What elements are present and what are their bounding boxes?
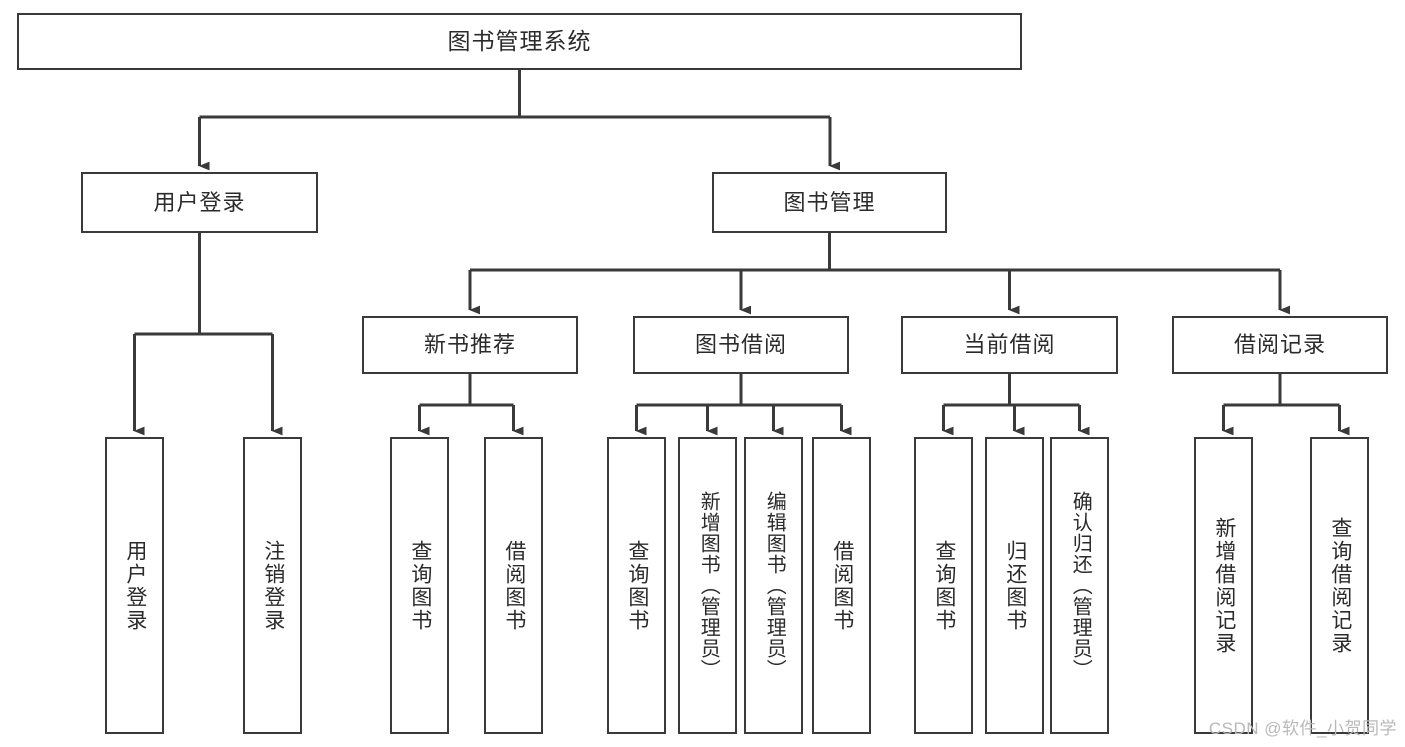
edge-group-new-book xyxy=(418,374,524,436)
leaf-query-book-current[interactable]: 查询图书 xyxy=(914,437,973,734)
leaf-user-login-label: 用户登录 xyxy=(123,539,147,632)
leaf-borrow-book[interactable]: 借阅图书 xyxy=(812,437,871,734)
leaf-query-book-recommend[interactable]: 查询图书 xyxy=(390,437,449,734)
node-borrow-record-label: 借阅记录 xyxy=(1233,332,1326,357)
leaf-logout-label: 注销登录 xyxy=(261,539,285,632)
leaf-add-borrow-record-label: 新增借阅记录 xyxy=(1212,516,1236,655)
leaf-return-book-label: 归还图书 xyxy=(1003,539,1027,632)
leaf-confirm-return-admin-label: 确认归还（管理员） xyxy=(1069,491,1092,680)
leaf-borrow-book-recommend-label: 借阅图书 xyxy=(502,539,526,632)
leaf-return-book[interactable]: 归还图书 xyxy=(985,437,1044,734)
node-root[interactable]: 图书管理系统 xyxy=(17,13,1022,70)
leaf-add-book-admin[interactable]: 新增图书（管理员） xyxy=(678,437,737,734)
node-user-login-label: 用户登录 xyxy=(153,189,246,215)
leaf-add-book-admin-label: 新增图书（管理员） xyxy=(697,491,720,680)
node-current-borrow[interactable]: 当前借阅 xyxy=(901,316,1118,374)
node-book-management-label: 图书管理 xyxy=(783,189,876,215)
leaf-query-book-recommend-label: 查询图书 xyxy=(408,539,432,632)
node-borrow-record[interactable]: 借阅记录 xyxy=(1172,316,1388,374)
leaf-query-book-current-label: 查询图书 xyxy=(932,539,956,632)
node-book-borrow[interactable]: 图书借阅 xyxy=(633,316,849,374)
edge-group-root xyxy=(198,70,841,171)
leaf-borrow-book-label: 借阅图书 xyxy=(830,539,854,632)
node-book-management[interactable]: 图书管理 xyxy=(712,172,947,233)
edge-group-current-borrow xyxy=(942,374,1090,436)
node-book-borrow-label: 图书借阅 xyxy=(694,332,787,357)
leaf-add-borrow-record[interactable]: 新增借阅记录 xyxy=(1194,437,1253,734)
leaf-query-borrow-record[interactable]: 查询借阅记录 xyxy=(1310,437,1369,734)
node-current-borrow-label: 当前借阅 xyxy=(963,332,1056,357)
node-root-label: 图书管理系统 xyxy=(447,28,592,54)
leaf-edit-book-admin-label: 编辑图书（管理员） xyxy=(763,491,786,680)
leaf-query-borrow-record-label: 查询借阅记录 xyxy=(1328,516,1352,655)
edge-group-borrow xyxy=(635,374,852,436)
leaf-query-book-borrow-label: 查询图书 xyxy=(625,539,649,632)
watermark-text: CSDN @软件_小贺同学 xyxy=(1208,719,1397,738)
leaf-edit-book-admin[interactable]: 编辑图书（管理员） xyxy=(744,437,803,734)
edge-group-user-login xyxy=(133,233,283,436)
leaf-borrow-book-recommend[interactable]: 借阅图书 xyxy=(484,437,543,734)
node-new-book-recommend[interactable]: 新书推荐 xyxy=(362,316,578,374)
leaf-query-book-borrow[interactable]: 查询图书 xyxy=(607,437,666,734)
leaf-confirm-return-admin[interactable]: 确认归还（管理员） xyxy=(1050,437,1109,734)
edge-group-borrow-record xyxy=(1222,374,1350,436)
node-new-book-recommend-label: 新书推荐 xyxy=(423,332,516,357)
node-user-login[interactable]: 用户登录 xyxy=(81,172,318,233)
leaf-logout[interactable]: 注销登录 xyxy=(243,437,302,734)
edge-group-book-manage xyxy=(468,233,1291,315)
leaf-user-login[interactable]: 用户登录 xyxy=(105,437,164,734)
